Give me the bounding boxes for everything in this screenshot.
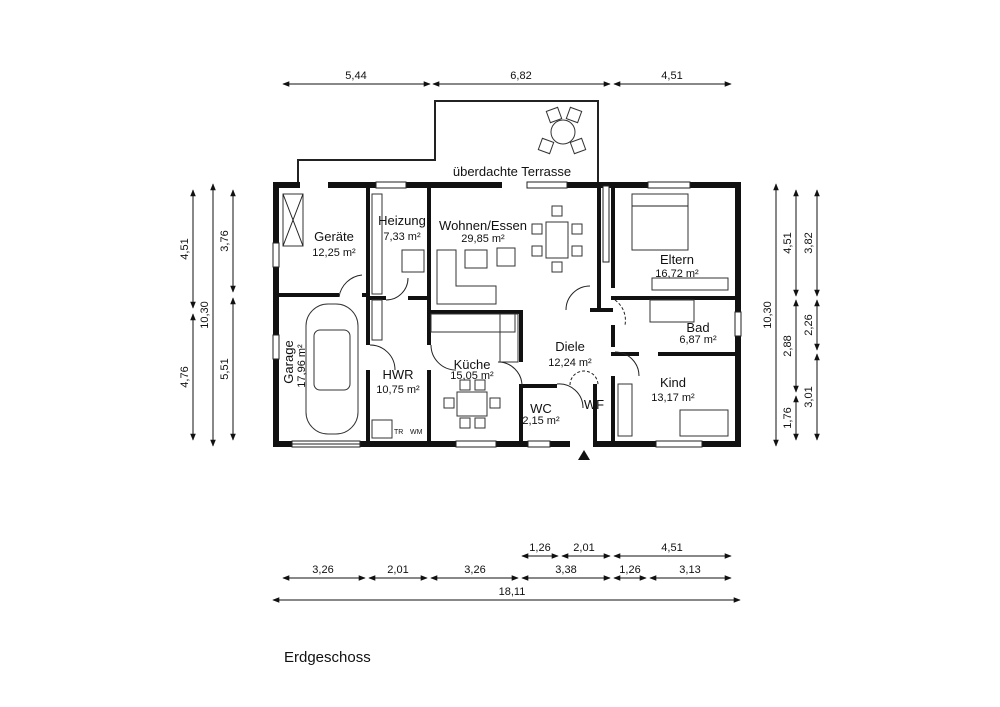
table-set-icon — [537, 106, 587, 155]
dim-bottom-r1-3: 4,51 — [661, 542, 682, 554]
room-area-garage: 17,96 m² — [296, 344, 308, 388]
room-area-eltern: 16,72 m² — [655, 268, 699, 280]
dim-top-2: 6,82 — [510, 70, 531, 82]
room-area-diele: 12,24 m² — [548, 357, 592, 369]
room-name-garage: Garage — [281, 340, 296, 383]
dim-bottom-r2-3: 3,26 — [464, 564, 485, 576]
room-name-diele: Diele — [555, 339, 585, 354]
dim-left-outer-2: 5,51 — [219, 358, 231, 379]
room-area-bad: 6,87 m² — [679, 334, 717, 346]
room-name-heizung: Heizung — [378, 213, 426, 228]
washer-label: WM — [410, 429, 423, 436]
dim-right-outer-2: 2,26 — [803, 314, 815, 335]
dim-bottom-total: 18,11 — [499, 586, 526, 598]
dim-right-inner-1: 4,51 — [782, 232, 794, 253]
dim-right-inner-3: 1,76 — [782, 407, 794, 428]
dimensions-top: 5,44 6,82 4,51 — [282, 70, 732, 87]
room-area-geraete: 12,25 m² — [312, 247, 356, 259]
door-swings — [338, 274, 640, 409]
dim-left-total: 10,30 — [199, 301, 211, 329]
dim-bottom-r1-1: 1,26 — [529, 542, 550, 554]
dimensions-right: 10,30 4,51 2,88 1,76 3,82 2,26 3,01 — [762, 183, 820, 447]
dim-right-total: 10,30 — [762, 301, 774, 329]
dim-top-3: 4,51 — [661, 70, 682, 82]
furniture — [282, 193, 729, 460]
dimensions-left: 4,51 4,76 10,30 3,76 5,51 — [179, 183, 236, 447]
dim-bottom-r1-2: 2,01 — [573, 542, 594, 554]
room-name-kind: Kind — [660, 375, 686, 390]
room-name-bad: Bad — [686, 320, 709, 335]
dim-bottom-r2-6: 3,13 — [679, 564, 700, 576]
floor-caption: Erdgeschoss — [284, 649, 371, 666]
room-name-wc: WC — [530, 401, 552, 416]
room-name-hwr: HWR — [382, 367, 413, 382]
dim-bottom-r2-2: 2,01 — [387, 564, 408, 576]
room-name-terrasse: überdachte Terrasse — [453, 164, 571, 179]
room-area-wc: 2,15 m² — [522, 415, 560, 427]
room-area-heizung: 7,33 m² — [383, 231, 421, 243]
room-area-kind: 13,17 m² — [651, 392, 695, 404]
dim-right-outer-3: 3,01 — [803, 386, 815, 407]
room-name-wf: WF — [584, 397, 604, 412]
room-name-wohnen: Wohnen/Essen — [439, 218, 527, 233]
dim-left-inner-1: 4,51 — [179, 238, 191, 259]
room-labels: überdachte Terrasse Geräte 12,25 m² Heiz… — [281, 164, 717, 427]
dim-left-outer-1: 3,76 — [219, 230, 231, 251]
dim-bottom-r2-4: 3,38 — [555, 564, 576, 576]
room-area-kueche: 15,05 m² — [450, 370, 494, 382]
room-name-kueche: Küche — [454, 357, 491, 372]
dim-bottom-r2-1: 3,26 — [312, 564, 333, 576]
room-area-wohnen: 29,85 m² — [461, 233, 505, 245]
interior-walls — [279, 188, 735, 447]
room-area-hwr: 10,75 m² — [376, 384, 420, 396]
terrace — [297, 100, 599, 186]
dryer-label: TR — [394, 429, 403, 436]
windows — [272, 181, 742, 448]
dim-top-1: 5,44 — [345, 70, 366, 82]
dim-left-inner-2: 4,76 — [179, 366, 191, 387]
dimensions-bottom: 1,26 2,01 4,51 3,26 2,01 3,26 3,38 1,26 … — [272, 542, 741, 603]
dim-right-inner-2: 2,88 — [782, 335, 794, 356]
dim-right-outer-1: 3,82 — [803, 232, 815, 253]
dim-bottom-r2-5: 1,26 — [619, 564, 640, 576]
room-name-geraete: Geräte — [314, 229, 354, 244]
room-name-eltern: Eltern — [660, 252, 694, 267]
